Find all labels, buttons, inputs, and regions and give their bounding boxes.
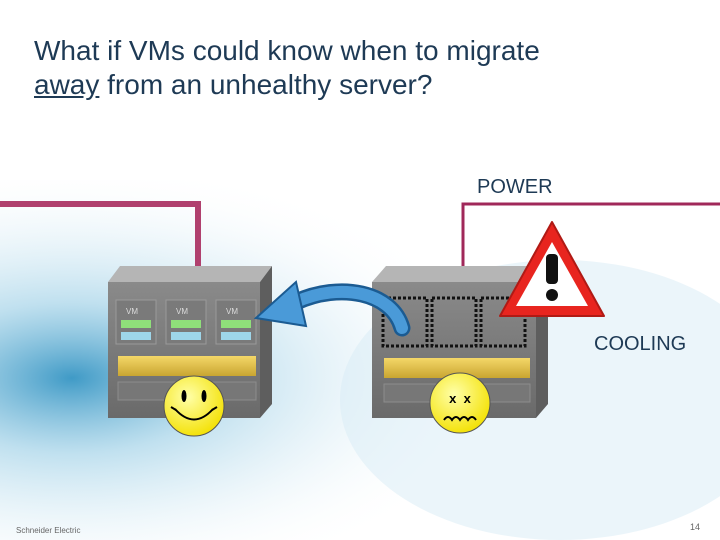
slide-title: What if VMs could know when to migrate a… — [34, 34, 714, 102]
vm-label: VM — [126, 307, 138, 316]
healthy-server-rack: VM VM VM — [108, 266, 272, 418]
power-cable-right — [461, 202, 720, 278]
empty-vm-slot — [479, 296, 527, 348]
title-line-1: What if VMs could know when to migrate — [34, 35, 540, 66]
empty-vm-slot — [381, 296, 429, 348]
empty-vm-slot — [430, 296, 478, 348]
title-line-2: from an unhealthy server? — [99, 69, 433, 100]
vm-module — [115, 299, 157, 345]
page-number: 14 — [690, 522, 701, 532]
vm-label: VM — [176, 307, 188, 316]
vm-module — [165, 299, 207, 345]
footer-company: Schneider Electric — [16, 526, 81, 535]
power-cable-left — [0, 201, 201, 272]
power-label: POWER — [477, 176, 553, 198]
healthy-smiley-icon — [163, 375, 225, 437]
failed-face-eyes: x x — [449, 391, 471, 406]
vm-module — [215, 299, 257, 345]
title-underlined-word: away — [34, 69, 100, 100]
warning-triangle-icon — [499, 221, 605, 317]
vm-label: VM — [226, 307, 238, 316]
cooling-label: COOLING — [594, 333, 687, 355]
unhealthy-face-icon: x x — [429, 372, 491, 434]
migration-arrow-icon — [253, 280, 411, 337]
